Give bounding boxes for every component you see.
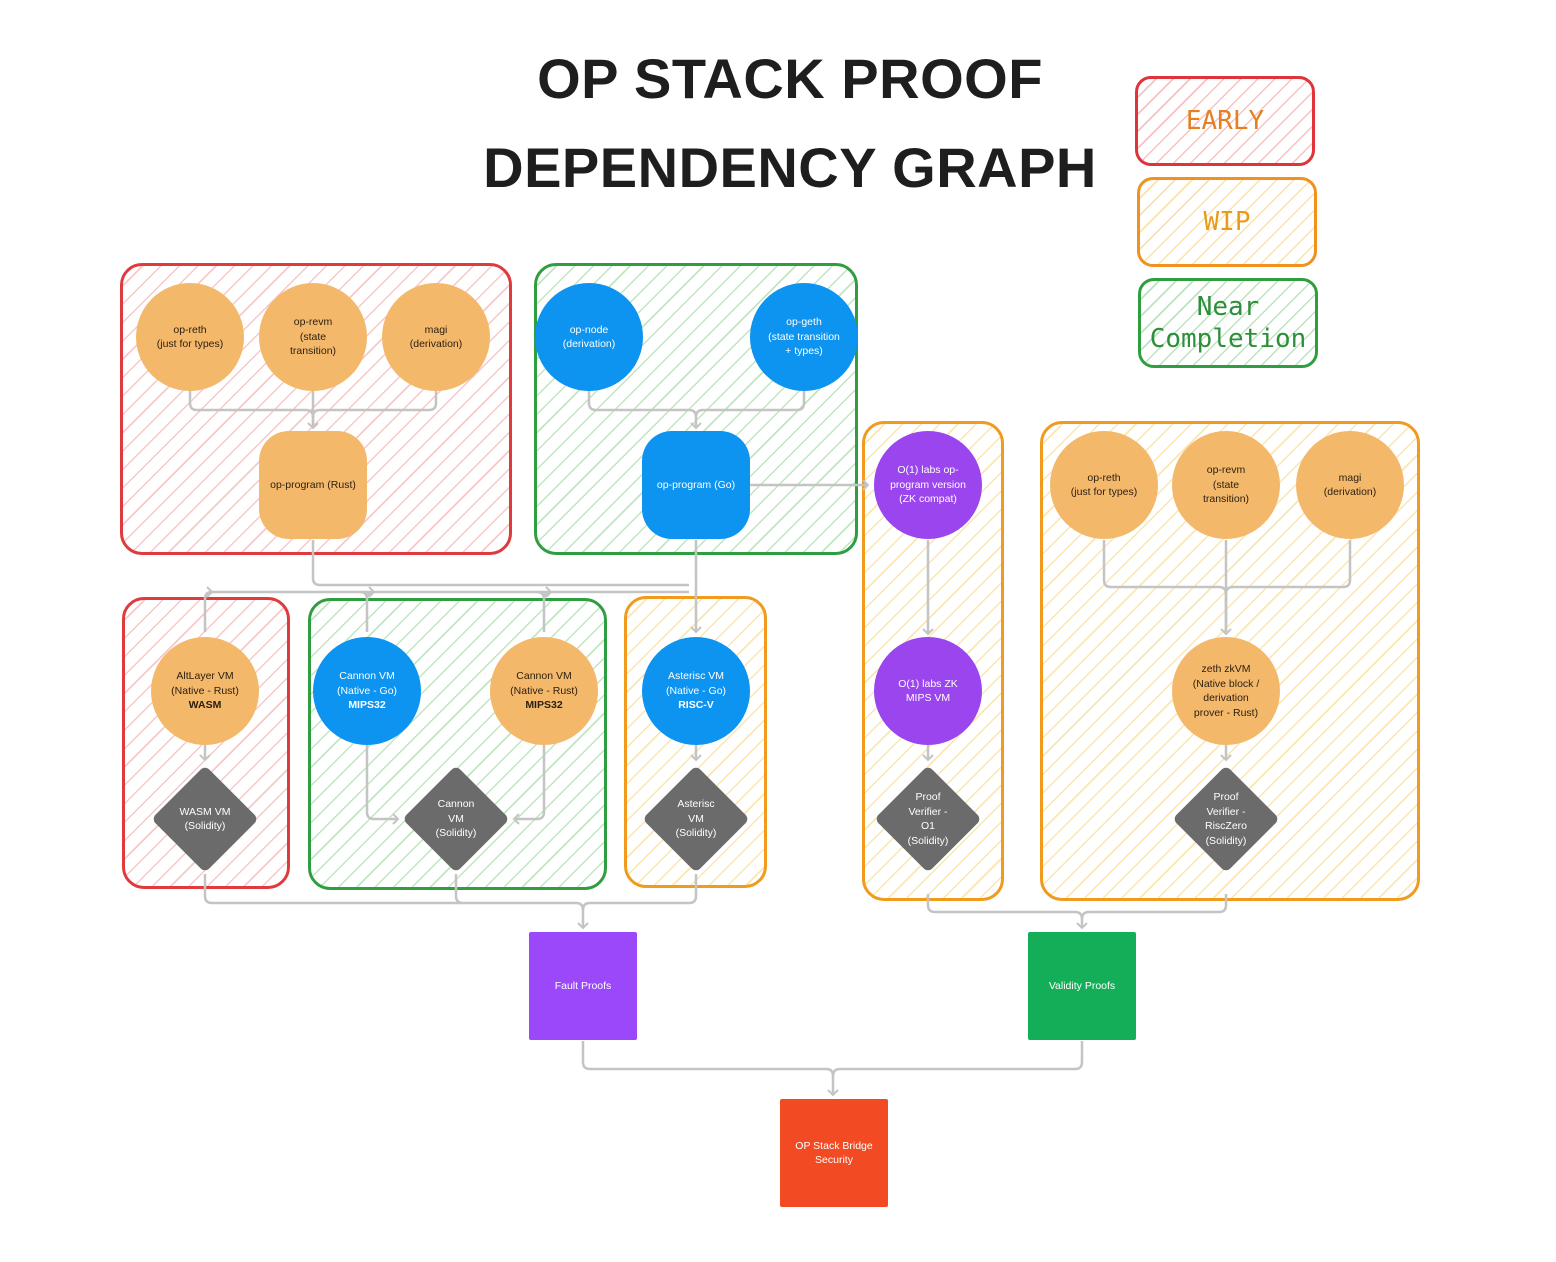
- edge-go-opnode: [587, 391, 702, 430]
- node-fault-proofs: Fault Proofs: [529, 932, 637, 1040]
- edge-asterisc-to-fault: [581, 874, 698, 911]
- title-line-1: OP STACK PROOF: [537, 47, 1043, 110]
- node-op-stack-bridge-security: OP Stack Bridge Security: [780, 1099, 888, 1207]
- node-op-revm: op-revm (state transition): [259, 283, 367, 391]
- legend-near-completion: Near Completion: [1138, 278, 1318, 368]
- node-cannon-vm-go: Cannon VM (Native - Go) MIPS32: [313, 637, 421, 745]
- node-zeth-op-revm: op-revm (state transition): [1172, 431, 1280, 539]
- node-proof-verifier-risczero: Proof Verifier - RiscZero (Solidity): [1172, 765, 1280, 873]
- wasm-vm-solidity-label: WASM VM (Solidity): [179, 805, 231, 833]
- cannon-vm-go-label: Cannon VM (Native - Go): [336, 670, 398, 697]
- node-altlayer-vm: AltLayer VM (Native - Rust) WASM: [151, 637, 259, 745]
- cannon-vm-rust-label: Cannon VM (Native - Rust): [510, 670, 578, 697]
- cannon-vm-go-isa: MIPS32: [348, 699, 386, 712]
- edge-to-altlayer: [203, 586, 214, 632]
- edge-zeth-reth: [1102, 540, 1232, 636]
- node-asterisc-vm: Asterisc VM (Native - Go) RISC-V: [642, 637, 750, 745]
- node-cannon-vm-solidity: Cannon VM (Solidity): [402, 765, 510, 873]
- edge-fault-to-bridge: [581, 1041, 839, 1097]
- edge-go-opgeth: [694, 391, 806, 418]
- node-zeth-zkvm: zeth zkVM (Native block / derivation pro…: [1172, 637, 1280, 745]
- node-op-node: op-node (derivation): [535, 283, 643, 391]
- asterisc-vm-isa: RISC-V: [678, 699, 714, 712]
- edge-validity-to-bridge: [831, 1041, 1084, 1077]
- node-o1-op-program: O(1) labs op- program version (ZK compat…: [874, 431, 982, 539]
- node-op-program-go: op-program (Go): [642, 431, 750, 539]
- cannon-vm-rust-isa: MIPS32: [525, 699, 563, 712]
- node-asterisc-vm-solidity: Asterisc VM (Solidity): [642, 765, 750, 873]
- legend-near-label-2: Completion: [1149, 324, 1307, 354]
- node-zeth-magi: magi (derivation): [1296, 431, 1404, 539]
- edge-rust-reth: [188, 391, 319, 430]
- edge-cannonrust-to-solidity: [512, 745, 546, 825]
- edge-wasm-to-fault: [203, 874, 589, 930]
- legend-near-label-1: Near: [1196, 292, 1260, 322]
- edge-zeth-magi: [1224, 540, 1352, 595]
- node-op-program-rust: op-program (Rust): [259, 431, 367, 539]
- node-wasm-vm-solidity: WASM VM (Solidity): [151, 765, 259, 873]
- altlayer-vm-isa: WASM: [188, 699, 222, 712]
- node-validity-proofs: Validity Proofs: [1028, 932, 1136, 1040]
- edge-risczero-to-validity: [1080, 894, 1228, 920]
- edge-bus-rust: [311, 540, 689, 587]
- proof-verifier-o1-label: Proof Verifier - O1 (Solidity): [907, 791, 949, 847]
- legend-early: EARLY: [1135, 76, 1315, 166]
- legend-wip: WIP: [1137, 177, 1317, 267]
- node-proof-verifier-o1: Proof Verifier - O1 (Solidity): [874, 765, 982, 873]
- edge-rust-magi: [311, 391, 438, 418]
- node-zeth-op-reth: op-reth (just for types): [1050, 431, 1158, 539]
- node-cannon-vm-rust: Cannon VM (Native - Rust) MIPS32: [490, 637, 598, 745]
- legend-early-label: EARLY: [1185, 106, 1265, 136]
- proof-verifier-risczero-label: Proof Verifier - RiscZero (Solidity): [1204, 791, 1247, 847]
- node-o1-zk-mips-vm: O(1) labs ZK MIPS VM: [874, 637, 982, 745]
- altlayer-vm-label: AltLayer VM (Native - Rust): [171, 670, 239, 697]
- node-op-geth: op-geth (state transition + types): [750, 283, 858, 391]
- edge-o1-to-validity: [926, 894, 1088, 930]
- cannon-vm-solidity-label: Cannon VM (Solidity): [435, 798, 477, 840]
- legend-wip-label: WIP: [1203, 207, 1251, 237]
- node-magi: magi (derivation): [382, 283, 490, 391]
- asterisc-vm-solidity-label: Asterisc VM (Solidity): [675, 798, 717, 840]
- edge-cannongo-to-solidity: [365, 745, 400, 825]
- edge-to-cannon-go: [359, 592, 374, 632]
- asterisc-vm-label: Asterisc VM (Native - Go): [665, 670, 727, 697]
- node-op-reth: op-reth (just for types): [136, 283, 244, 391]
- title-line-2: DEPENDENCY GRAPH: [483, 136, 1097, 199]
- edge-to-cannon-rust: [536, 592, 551, 632]
- edge-cannon-to-fault: [454, 874, 464, 905]
